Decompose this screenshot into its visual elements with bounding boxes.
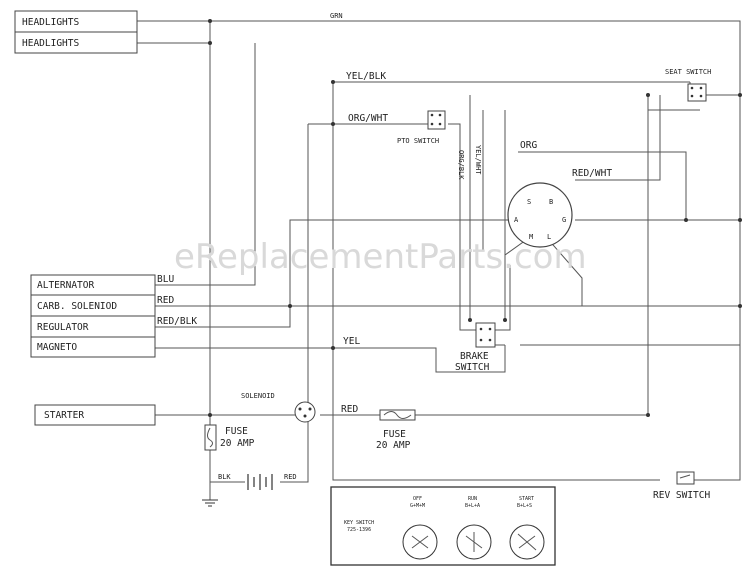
- seat-switch: SEAT SWITCH: [665, 68, 711, 102]
- inset-label-1: KEY SWITCH: [344, 520, 374, 526]
- grn-wire-label: GRN: [330, 12, 343, 20]
- regulator-label: REGULATOR: [37, 322, 89, 333]
- ground-icon: [202, 499, 218, 507]
- rev-switch-label: REV SWITCH: [653, 490, 710, 501]
- fuse-mid: FUSE 20 AMP: [376, 409, 416, 451]
- blu-wire-label: BLU: [157, 274, 174, 285]
- starter-block: STARTER: [34, 404, 156, 426]
- rev-switch: REV SWITCH: [653, 471, 710, 501]
- key-terminal-l: L: [547, 233, 551, 241]
- yel-wht-wire-label: YEL/WHT: [474, 145, 482, 175]
- brake-switch-label-1: BRAKE: [460, 351, 489, 362]
- off-circuit-label: G+M+M: [410, 503, 425, 509]
- fuse-left-label-2: 20 AMP: [220, 438, 255, 449]
- brake-switch: BRAKE SWITCH: [455, 322, 496, 373]
- key-switch-inset: KEY SWITCH 725-1396 OFF G+M+M RUN B+L+A …: [330, 486, 556, 566]
- inset-label-2: 725-1396: [347, 527, 371, 533]
- pto-switch: PTO SWITCH: [397, 110, 446, 145]
- engine-block: ALTERNATOR CARB. SOLENIOD REGULATOR MAGN…: [30, 274, 156, 358]
- magneto-label: MAGNETO: [37, 342, 77, 353]
- starter-label: STARTER: [44, 410, 84, 421]
- fuse-left-label-1: FUSE: [225, 426, 248, 437]
- wires: [137, 20, 741, 500]
- org-blk-wire-label: ORG/BLK: [457, 150, 465, 180]
- blk-wire-label: BLK: [218, 473, 231, 481]
- key-terminal-a: A: [514, 216, 519, 224]
- brake-switch-label-2: SWITCH: [455, 362, 490, 373]
- start-circuit-label: B+L+S: [517, 503, 532, 509]
- fuse-mid-label-2: 20 AMP: [376, 440, 411, 451]
- key-terminal-b: B: [549, 198, 553, 206]
- yel-wire-label: YEL: [343, 336, 360, 347]
- headlights-block: HEADLIGHTS HEADLIGHTS: [14, 10, 138, 54]
- org-wire-label: ORG: [520, 140, 537, 151]
- key-switch: S B A G M L: [507, 182, 573, 248]
- seat-switch-label: SEAT SWITCH: [665, 68, 711, 76]
- off-position-label: OFF: [413, 496, 422, 502]
- red-blk-wire-label: RED/BLK: [157, 316, 197, 327]
- run-position-label: RUN: [468, 496, 477, 502]
- alternator-label: ALTERNATOR: [37, 280, 94, 291]
- run-circuit-label: B+L+A: [465, 503, 480, 509]
- start-position-label: START: [519, 496, 534, 502]
- carb-solenoid-label: CARB. SOLENIOD: [37, 301, 117, 312]
- solenoid-label: SOLENOID: [241, 392, 275, 400]
- wire-labels: GRN YEL/BLK ORG/WHT ORG/BLK YEL/WHT ORG …: [157, 12, 612, 415]
- red-carb-wire-label: RED: [157, 295, 174, 306]
- yel-blk-wire-label: YEL/BLK: [346, 71, 386, 82]
- red-starter-wire-label: RED: [341, 404, 358, 415]
- solenoid: SOLENOID: [241, 392, 316, 423]
- battery: BLK RED: [218, 473, 297, 490]
- fuse-mid-label-1: FUSE: [383, 429, 406, 440]
- fuse-left: FUSE 20 AMP: [204, 424, 255, 451]
- key-terminal-g: G: [562, 216, 566, 224]
- watermark: eReplacementParts.com: [174, 237, 587, 277]
- pto-switch-label: PTO SWITCH: [397, 137, 439, 145]
- org-wht-wire-label: ORG/WHT: [348, 113, 388, 124]
- red-wht-wire-label: RED/WHT: [572, 168, 612, 179]
- headlights-label-1: HEADLIGHTS: [22, 17, 79, 28]
- headlights-label-2: HEADLIGHTS: [22, 38, 79, 49]
- key-terminal-s: S: [527, 198, 531, 206]
- red-battery-wire-label: RED: [284, 473, 297, 481]
- key-terminal-m: M: [529, 233, 533, 241]
